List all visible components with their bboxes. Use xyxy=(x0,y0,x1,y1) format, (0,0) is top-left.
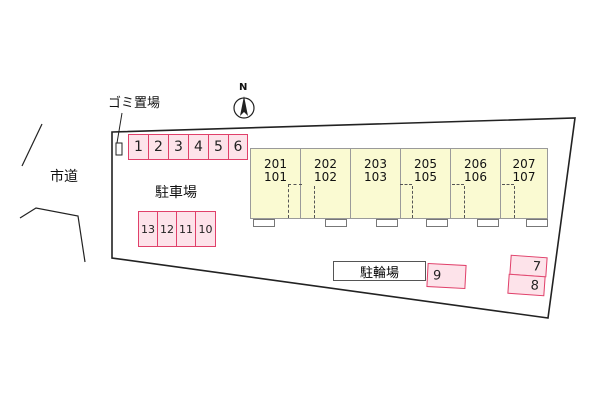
parking-space-10: 10 xyxy=(195,211,216,247)
unit-lower-number: 106 xyxy=(464,170,487,184)
unit-upper-number: 206 xyxy=(464,157,487,171)
garbage-label: ゴミ置場 xyxy=(108,96,161,111)
road-line-lower xyxy=(19,207,86,263)
unit-partition xyxy=(502,184,514,185)
entrance-step xyxy=(325,219,347,227)
bicycle-parking-label: 駐輪場 xyxy=(359,265,399,281)
parking-space-5: 5 xyxy=(208,134,229,160)
parking-space-3: 3 xyxy=(168,134,189,160)
parking-space-4: 4 xyxy=(188,134,209,160)
unit-lower-number: 101 xyxy=(264,170,287,184)
parking-space-13: 13 xyxy=(138,211,158,247)
bicycle-parking: 駐輪場 xyxy=(333,261,426,281)
garbage-leader xyxy=(116,112,123,144)
unit-partition xyxy=(412,186,413,218)
unit-partition xyxy=(288,184,302,185)
parking-space-12: 12 xyxy=(157,211,177,247)
unit-partition xyxy=(452,184,464,185)
unit-upper-number: 202 xyxy=(314,157,337,171)
unit-lower-number: 107 xyxy=(512,170,536,184)
parking-space-9: 9 xyxy=(426,262,467,290)
road-label: 市道 xyxy=(50,169,78,185)
parking-space-2: 2 xyxy=(148,134,169,160)
compass-north-label: N xyxy=(239,82,248,93)
parking-space-11: 11 xyxy=(176,211,196,247)
unit-upper-number: 203 xyxy=(364,157,387,171)
unit-lower-number: 105 xyxy=(414,170,437,184)
unit-partition xyxy=(464,186,465,218)
entrance-step xyxy=(253,219,275,227)
unit-upper-number: 201 xyxy=(264,157,287,171)
road-line-upper xyxy=(21,123,43,167)
entrance-step xyxy=(376,219,398,227)
compass-icon xyxy=(233,96,255,119)
parking-label: 駐車場 xyxy=(155,185,197,201)
garbage-box xyxy=(115,142,123,156)
parking-space-8: 8 xyxy=(507,273,546,297)
parking-space-6: 6 xyxy=(228,134,248,160)
unit-partition xyxy=(314,186,315,218)
unit-partition xyxy=(288,184,289,218)
unit-upper-number: 207 xyxy=(512,157,536,171)
entrance-step xyxy=(477,219,499,227)
entrance-step xyxy=(426,219,448,227)
unit-lower-number: 102 xyxy=(314,170,337,184)
unit-partition xyxy=(514,186,515,218)
parking-space-1: 1 xyxy=(128,134,149,160)
entrance-step xyxy=(526,219,548,227)
unit-upper-number: 205 xyxy=(414,157,437,171)
unit-partition xyxy=(400,184,412,185)
unit-lower-number: 103 xyxy=(364,170,387,184)
